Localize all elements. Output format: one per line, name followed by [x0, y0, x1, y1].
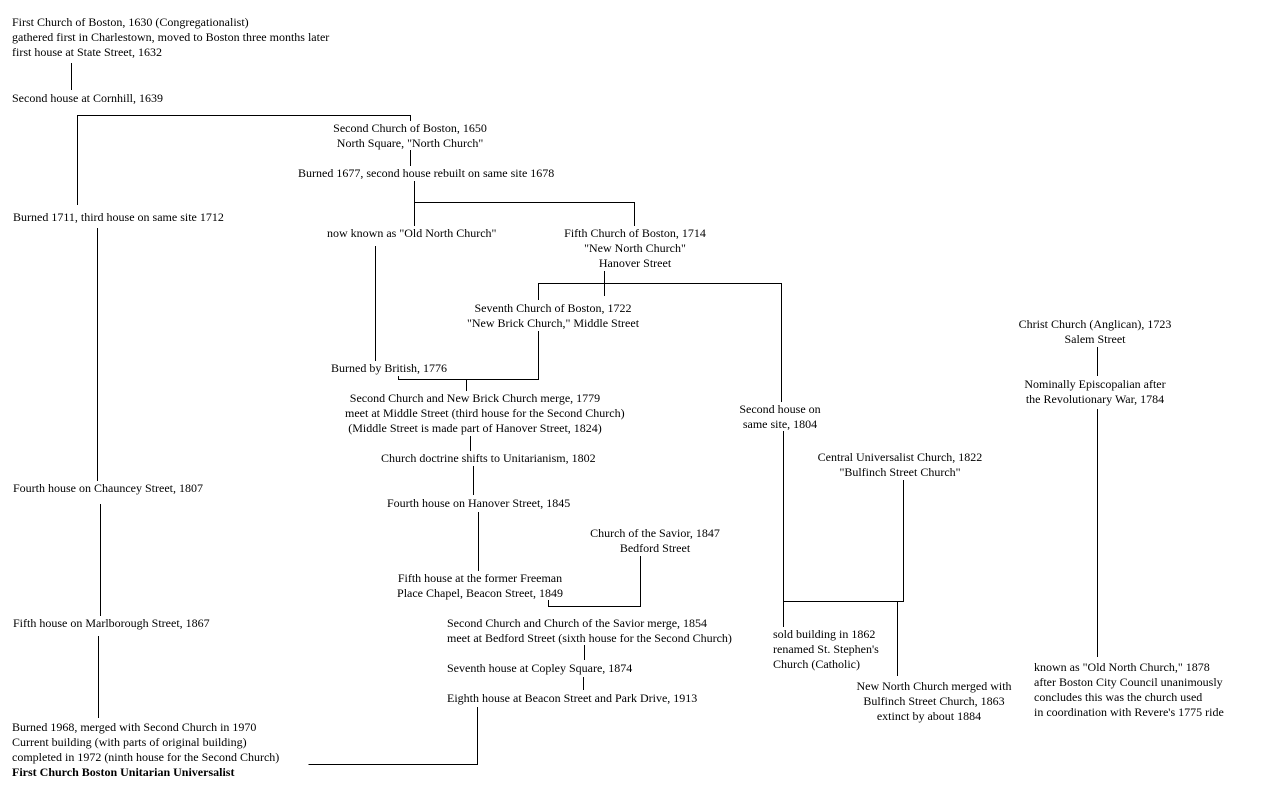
node-text: Second house on: [739, 402, 821, 416]
node-nnc-merged: New North Church merged with Bulfinch St…: [838, 679, 1030, 724]
node-text: "New North Church": [584, 241, 686, 255]
node-text: First Church of Boston, 1630 (Congregati…: [12, 15, 249, 29]
node-merge-1779: Second Church and New Brick Church merge…: [345, 391, 625, 436]
node-text: Church of the Savior, 1847: [590, 526, 720, 540]
connector: [77, 115, 411, 205]
node-text: extinct by about 1884: [876, 709, 982, 723]
node-text: Church doctrine shifts to Unitarianism, …: [381, 451, 596, 465]
node-text: Place Chapel, Beacon Street, 1849: [397, 586, 563, 600]
node-text: Hanover Street: [598, 256, 672, 270]
node-text: after Boston City Council unanimously: [1034, 675, 1223, 689]
connector: [414, 202, 635, 226]
node-text: North Square, "North Church": [336, 136, 484, 150]
node-text: Fifth house on Marlborough Street, 1867: [12, 616, 211, 631]
node-christ-church: Christ Church (Anglican), 1723 Salem Str…: [1010, 317, 1180, 347]
connector: [538, 283, 782, 402]
node-text: gathered first in Charlestown, moved to …: [12, 30, 330, 44]
node-text: Burned by British, 1776: [330, 361, 448, 376]
node-old-north: now known as "Old North Church": [327, 226, 496, 241]
node-final-first-church: Burned 1968, merged with Second Church i…: [12, 720, 279, 780]
node-burned-british: Burned by British, 1776: [330, 361, 448, 376]
node-text: completed in 1972 (ninth house for the S…: [12, 750, 280, 764]
node-text: Fifth Church of Boston, 1714: [564, 226, 706, 240]
node-text: sold building in 1862: [773, 627, 876, 641]
node-text: concludes this was the church used: [1034, 690, 1203, 704]
node-seventh-church: Seventh Church of Boston, 1722 "New Bric…: [443, 301, 663, 331]
node-text: Burned 1711, third house on same site 17…: [12, 210, 225, 225]
node-text: New North Church merged with: [856, 679, 1012, 693]
node-text: Salem Street: [1064, 332, 1126, 346]
node-text: Second Church of Boston, 1650: [310, 121, 510, 136]
node-central-universalist: Central Universalist Church, 1822 "Bulfi…: [785, 450, 1015, 480]
node-episcopalian: Nominally Episcopalian after the Revolut…: [1010, 377, 1180, 407]
node-unitarian: Church doctrine shifts to Unitarianism, …: [381, 451, 596, 466]
node-first-church: First Church of Boston, 1630 (Congregati…: [12, 15, 329, 60]
node-text: Fourth house on Hanover Street, 1845: [387, 496, 571, 510]
node-text: Seventh Church of Boston, 1722: [474, 301, 632, 315]
connector: [783, 431, 904, 602]
node-text: same site, 1804: [742, 417, 818, 431]
node-fifth-house-freeman: Fifth house at the former Freeman Place …: [370, 571, 590, 601]
node-text: Fourth house on Chauncey Street, 1807: [12, 481, 204, 496]
node-text: "Bulfinch Street Church": [839, 465, 961, 479]
node-eighth-house: Eighth house at Beacon Street and Park D…: [447, 691, 697, 706]
node-text: first house at State Street, 1632: [12, 45, 162, 59]
node-merge-1854: Second Church and Church of the Savior m…: [447, 616, 732, 646]
node-text: in coordination with Revere's 1775 ride: [1034, 705, 1224, 719]
node-text: renamed St. Stephen's: [773, 642, 879, 656]
node-text: Second Church and Church of the Savior m…: [447, 616, 708, 630]
node-chauncey: Fourth house on Chauncey Street, 1807: [12, 481, 204, 496]
node-text: "New Brick Church," Middle Street: [466, 316, 640, 330]
node-text: Current building (with parts of original…: [12, 735, 247, 749]
node-text: Central Universalist Church, 1822: [817, 450, 983, 464]
node-text: Nominally Episcopalian after: [1024, 377, 1166, 391]
connector: [308, 707, 478, 765]
node-marlborough: Fifth house on Marlborough Street, 1867: [12, 616, 211, 631]
node-text: Church (Catholic): [773, 657, 860, 671]
node-church-of-savior: Church of the Savior, 1847 Bedford Stree…: [570, 526, 740, 556]
node-second-church: Second Church of Boston, 1650 North Squa…: [310, 121, 510, 151]
node-text: Fifth house at the former Freeman: [397, 571, 563, 585]
node-burned-1677: Burned 1677, second house rebuilt on sam…: [297, 166, 556, 181]
node-text: Bedford Street: [619, 541, 691, 555]
node-sold-building: sold building in 1862 renamed St. Stephe…: [773, 627, 879, 672]
node-text: the Revolutionary War, 1784: [1025, 392, 1165, 406]
node-known-old-north: known as "Old North Church," 1878 after …: [1034, 660, 1224, 720]
node-second-house-1804: Second house on same site, 1804: [720, 402, 840, 432]
node-burned-1711: Burned 1711, third house on same site 17…: [12, 210, 225, 225]
node-text: (Middle Street is made part of Hanover S…: [348, 421, 602, 435]
node-text: Bulfinch Street Church, 1863: [863, 694, 1005, 708]
connector: [548, 556, 641, 607]
node-copley: Seventh house at Copley Square, 1874: [447, 661, 632, 676]
node-text: Second house at Cornhill, 1639: [12, 91, 163, 105]
node-text: First Church Boston Unitarian Universali…: [12, 765, 235, 779]
node-text: Seventh house at Copley Square, 1874: [447, 661, 633, 675]
node-text: Christ Church (Anglican), 1723: [1018, 317, 1172, 331]
node-text: Eighth house at Beacon Street and Park D…: [447, 691, 698, 705]
node-text: Second Church and New Brick Church merge…: [349, 391, 601, 405]
node-text: meet at Bedford Street (sixth house for …: [447, 631, 732, 645]
node-hanover-1845: Fourth house on Hanover Street, 1845: [387, 496, 570, 511]
node-text: Burned 1677, second house rebuilt on sam…: [297, 166, 556, 181]
node-fifth-church: Fifth Church of Boston, 1714 "New North …: [530, 226, 740, 271]
node-cornhill: Second house at Cornhill, 1639: [12, 91, 163, 106]
node-text: now known as "Old North Church": [327, 226, 497, 240]
node-text: known as "Old North Church," 1878: [1034, 660, 1210, 674]
node-text: meet at Middle Street (third house for t…: [345, 406, 625, 420]
connector: [398, 331, 539, 380]
node-text: Burned 1968, merged with Second Church i…: [12, 720, 257, 734]
